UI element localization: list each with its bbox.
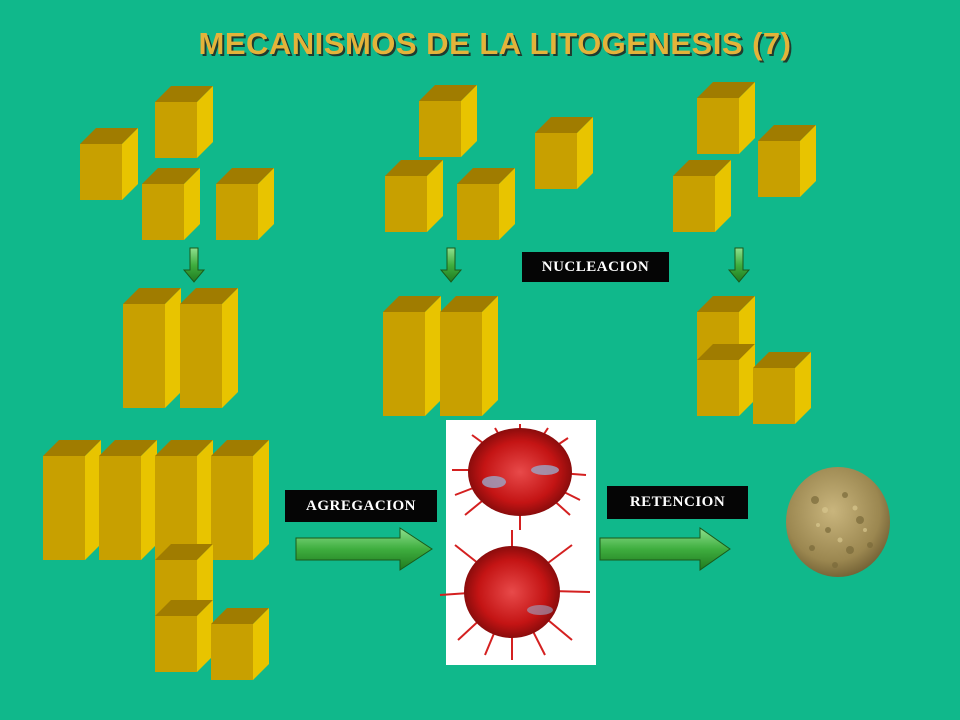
crystal-cube: [673, 160, 731, 232]
crystal-cube: [419, 85, 477, 157]
crystal-aggregate-image: [439, 420, 596, 665]
crystal-cube: [697, 82, 755, 154]
down-arrow-icon: [182, 247, 206, 283]
retention-label: RETENCION: [607, 486, 748, 519]
scattered-crystals-group-3: [673, 82, 816, 232]
crystal-cube: [457, 168, 515, 240]
crystal-cube: [80, 128, 138, 200]
nucleated-cluster-2: [383, 296, 498, 416]
nucleation-label: NUCLEACION: [522, 252, 669, 282]
right-arrow-icon: [295, 527, 433, 571]
aggregation-label: AGREGACION: [285, 490, 437, 522]
crystal-cube: [385, 160, 443, 232]
right-arrow-icon: [599, 527, 731, 571]
crystal-cube: [142, 168, 200, 240]
crystal-cube: [216, 168, 274, 240]
down-arrow-icon: [727, 247, 751, 283]
aggregated-cluster: [43, 440, 269, 680]
nucleated-cluster-3: [697, 296, 811, 424]
down-arrow-icon: [439, 247, 463, 283]
scattered-crystals-group-2: [385, 85, 593, 240]
crystal-cube: [758, 125, 816, 197]
crystal-cube: [535, 117, 593, 189]
kidney-stone-image: [786, 467, 890, 577]
nucleated-cluster-1: [123, 288, 238, 408]
crystal-cube: [155, 86, 213, 158]
scattered-crystals-group-1: [80, 86, 274, 240]
slide-title: MECANISMOS DE LA LITOGENESIS (7): [198, 26, 792, 61]
